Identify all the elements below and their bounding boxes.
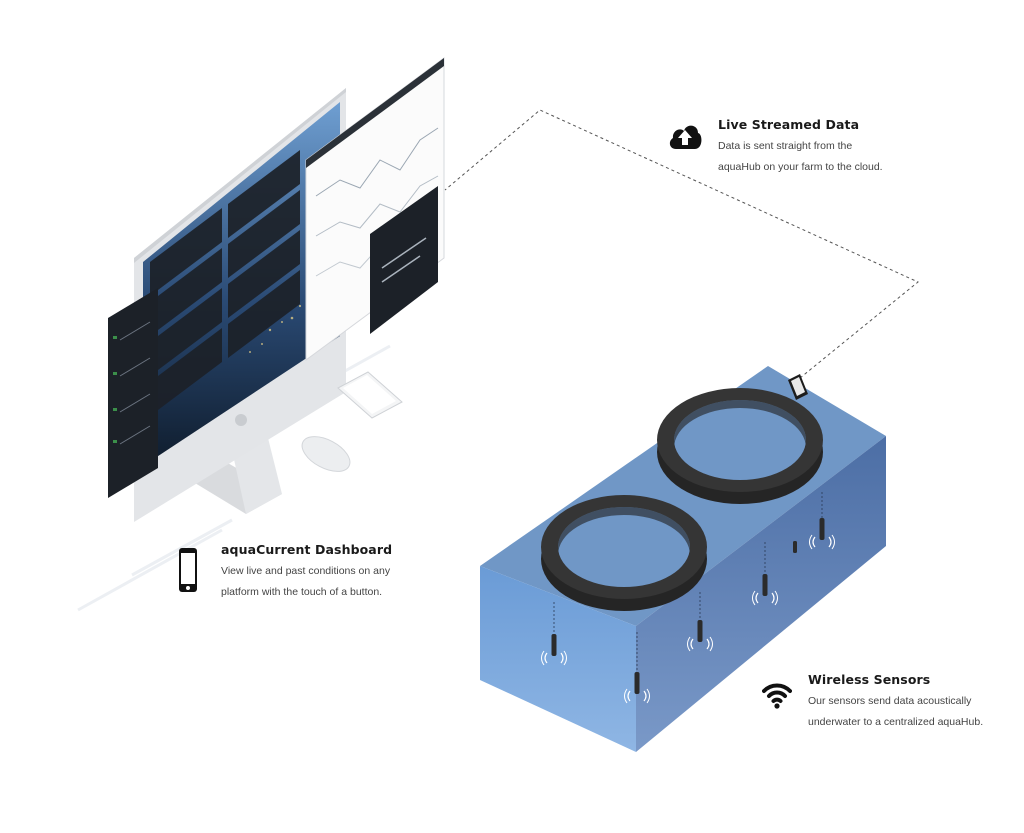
- callout-description: Our sensors send data acoustically under…: [808, 695, 984, 728]
- floating-dashboard-panel: [108, 288, 158, 498]
- sensor-probe: [624, 632, 650, 704]
- net-pen-ring-front: [541, 495, 707, 611]
- apple-logo-icon: [235, 414, 247, 426]
- callout-title: Wireless Sensors: [808, 672, 931, 687]
- mouse-device: [301, 436, 351, 472]
- callout-title: Live Streamed Data: [718, 117, 860, 132]
- underwater-sensors: [541, 492, 835, 704]
- cloud-upload-icon: [669, 125, 702, 149]
- callout-live-stream: Live Streamed Data Data is sent straight…: [718, 117, 883, 178]
- sensor-probe: [687, 592, 713, 652]
- callout-title: aquaCurrent Dashboard: [221, 542, 393, 557]
- callout-description: Data is sent straight from the aquaHub o…: [718, 140, 883, 173]
- dashboard-tiles: [150, 150, 300, 416]
- sensor-probe: [809, 492, 835, 550]
- phone-icon: [179, 548, 197, 592]
- sensor-probe: [541, 602, 567, 666]
- net-pen-ring-back: [657, 388, 823, 504]
- sensor-probe-small: [793, 541, 797, 553]
- aquahub-device: [788, 374, 808, 400]
- wifi-icon: [762, 683, 792, 709]
- callout-wireless-sensors: Wireless Sensors Our sensors send data a…: [808, 672, 983, 733]
- tank-front: [480, 566, 636, 752]
- imac-computer: [134, 88, 346, 522]
- tank-side: [636, 436, 886, 752]
- smartphone-device: [337, 371, 403, 419]
- callout-dashboard: aquaCurrent Dashboard View live and past…: [221, 542, 392, 603]
- floating-settings-window: [370, 186, 438, 334]
- sensor-probe: [752, 542, 778, 606]
- callout-description: View live and past conditions on any pla…: [221, 565, 391, 598]
